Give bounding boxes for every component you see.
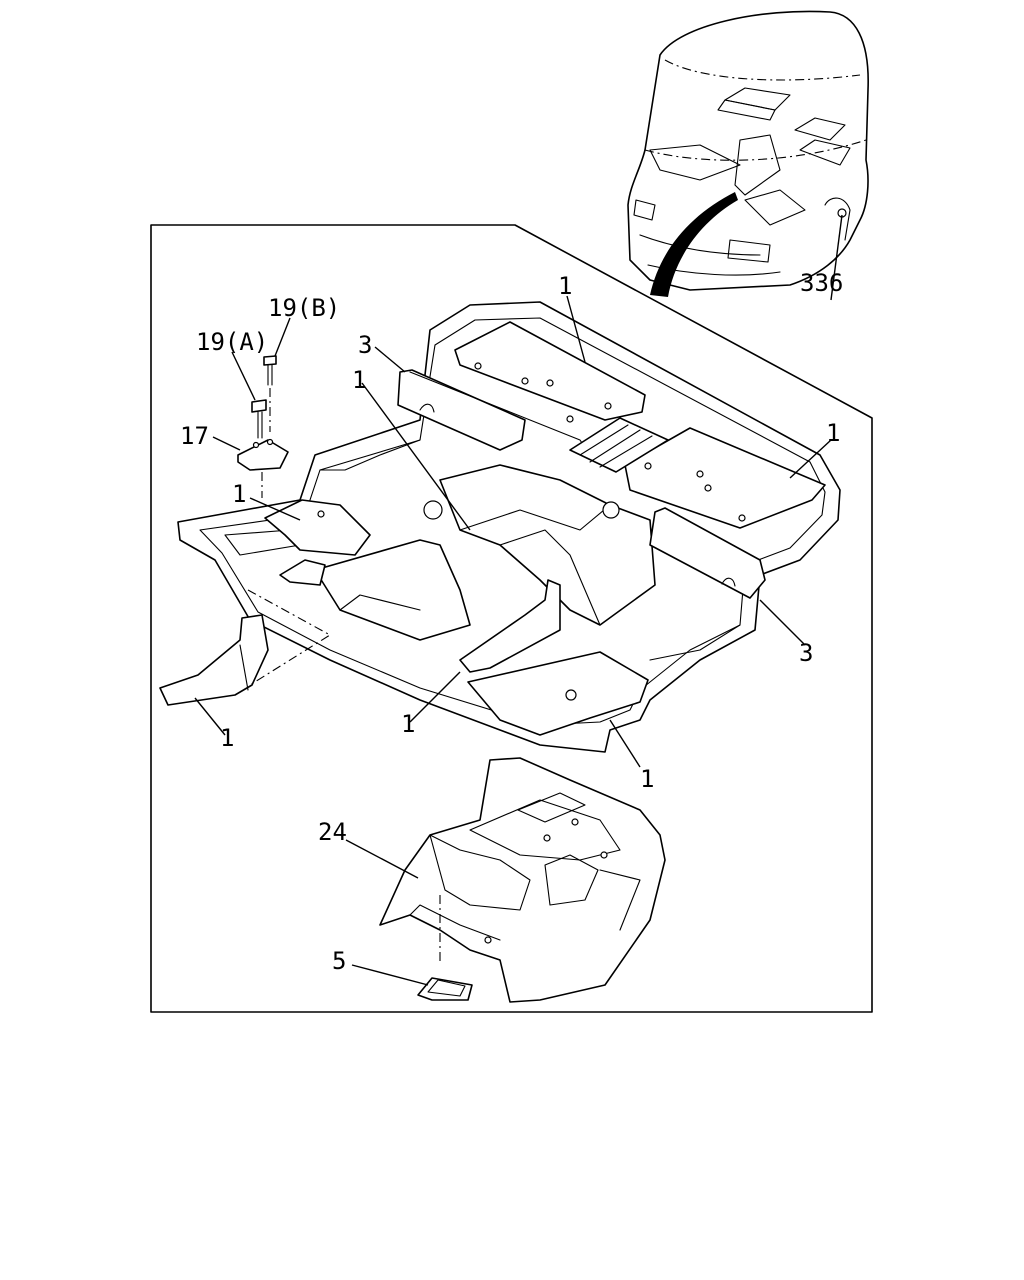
callout-19b: 19(B) [268,294,340,322]
insulator-panel-left-front [264,499,371,586]
callout-19a: 19(A) [196,328,268,356]
callout-3-left: 3 [358,331,372,359]
leader-lines [194,214,843,986]
floor-panel-assembly [177,301,841,753]
callout-5: 5 [332,947,346,975]
grommet-5 [417,977,473,1001]
strip-panel-right [649,507,766,599]
callout-1-bottom-center: 1 [401,710,415,738]
callout-336: 336 [800,269,843,297]
callout-17: 17 [180,422,209,450]
insulator-panel-tunnel [459,579,561,673]
floor-cover-24 [379,757,666,1003]
detail-frame [150,224,873,1013]
center-connector-strip [569,417,669,473]
bracket-and-bolts [237,355,289,498]
insulator-panel-bottom [467,651,649,736]
callout-1-bottom-left: 1 [220,724,234,752]
insulator-panel-side-loose [159,589,332,706]
insulator-panel-top [454,321,646,423]
callout-1-bottom-right: 1 [640,765,654,793]
callout-3-right: 3 [799,639,813,667]
cab-overview-illustration [627,10,869,297]
insulator-panel-right [624,427,826,529]
callout-1-top: 1 [558,272,572,300]
callout-24: 24 [318,818,347,846]
callout-1-mid: 1 [352,366,366,394]
callout-1-right: 1 [826,419,840,447]
callout-1-left: 1 [232,480,246,508]
